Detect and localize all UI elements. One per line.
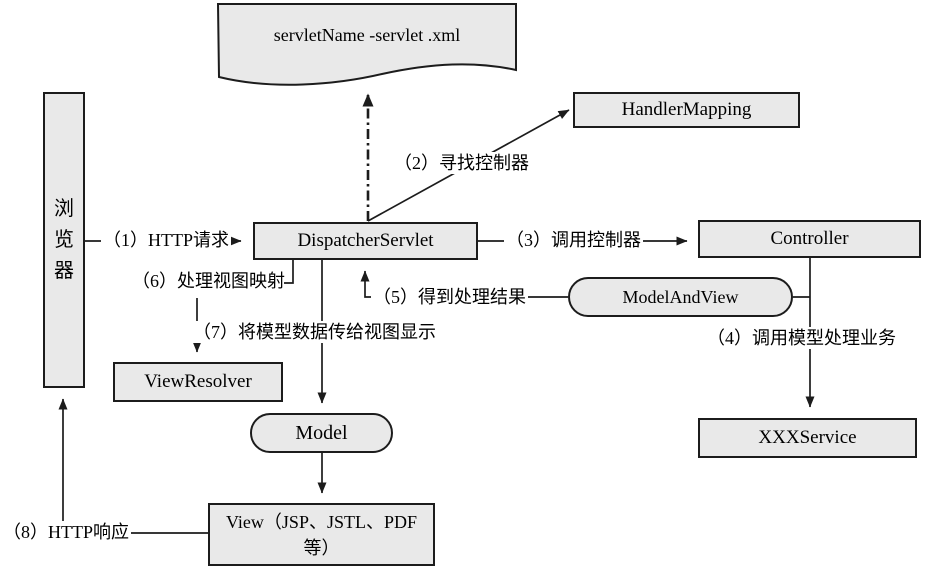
node-controller: Controller [698,220,921,258]
edge-8-http-response [58,398,208,534]
node-model-and-view: ModelAndView [568,277,793,317]
edge-label-5-return-result: （5）得到处理结果 [371,286,528,308]
edge-label-6-view-mapping: （6）处理视图映射 [132,271,285,291]
edge-6-stub [284,260,294,284]
node-handler-mapping: HandlerMapping [573,92,800,128]
handler-mapping-label: HandlerMapping [621,99,752,121]
config-file-document-shape [216,3,517,86]
edge-label-2-find-controller: （2）寻找控制器 [392,152,531,174]
edge-label-4-call-model: （4）调用模型处理业务 [705,327,898,349]
browser-label: 浏览器 [54,197,74,282]
model-and-view-label: ModelAndView [622,286,739,307]
view-resolver-label: ViewResolver [144,371,252,393]
node-config-file: servletName -servlet .xml [218,8,516,63]
node-view-resolver: ViewResolver [113,362,283,402]
view-label: View（JSP、JSTL、PDF 等） [226,511,417,558]
node-view: View（JSP、JSTL、PDF 等） [208,503,435,566]
xxx-service-label: XXXService [758,427,857,449]
node-xxx-service: XXXService [698,418,917,458]
node-browser: 浏览器 [43,92,85,388]
edge-label-8-http-response: （8）HTTP响应 [1,521,131,543]
dispatcher-servlet-label: DispatcherServlet [297,230,434,252]
node-model: Model [250,413,393,453]
edge-label-3-call-controller: （3）调用控制器 [504,229,643,251]
node-dispatcher-servlet: DispatcherServlet [253,222,478,260]
config-file-label: servletName -servlet .xml [273,25,461,46]
edge-label-1-http-request: （1）HTTP请求 [101,229,231,251]
model-label: Model [295,421,348,444]
edge-label-7-pass-model-data: （7）将模型数据传给视图显示 [191,321,438,343]
controller-label: Controller [770,228,849,250]
